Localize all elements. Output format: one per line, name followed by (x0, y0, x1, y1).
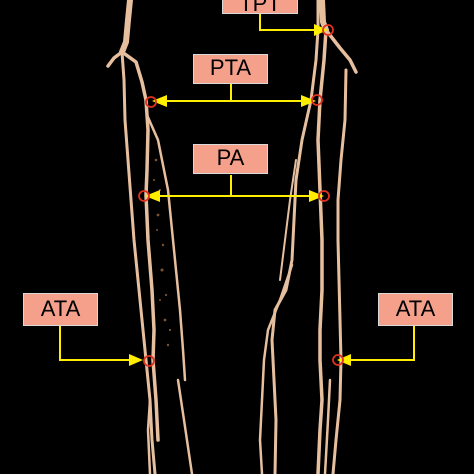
marker-pta-left (145, 96, 157, 108)
marker-pta-right (311, 94, 323, 106)
marker-ata-left (143, 355, 155, 367)
marker-tpt (322, 24, 334, 36)
ata-left-arrow (59, 326, 143, 366)
contrast-speckle (153, 158, 172, 347)
label-ata-right: ATA (378, 293, 453, 326)
tpt-arrow (259, 14, 328, 36)
label-ata-left: ATA (23, 293, 98, 326)
marker-ata-right (332, 354, 344, 366)
label-pta: PTA (193, 54, 268, 84)
ata-right-arrow (337, 326, 415, 366)
vessels (106, 0, 358, 474)
marker-pa-left (138, 190, 150, 202)
pa-arrow (145, 175, 324, 202)
measurement-markers (138, 24, 344, 367)
marker-pa-right (318, 190, 330, 202)
label-pa: PA (193, 144, 268, 174)
label-tpt: TPT (222, 0, 298, 16)
pta-arrow (152, 82, 316, 107)
